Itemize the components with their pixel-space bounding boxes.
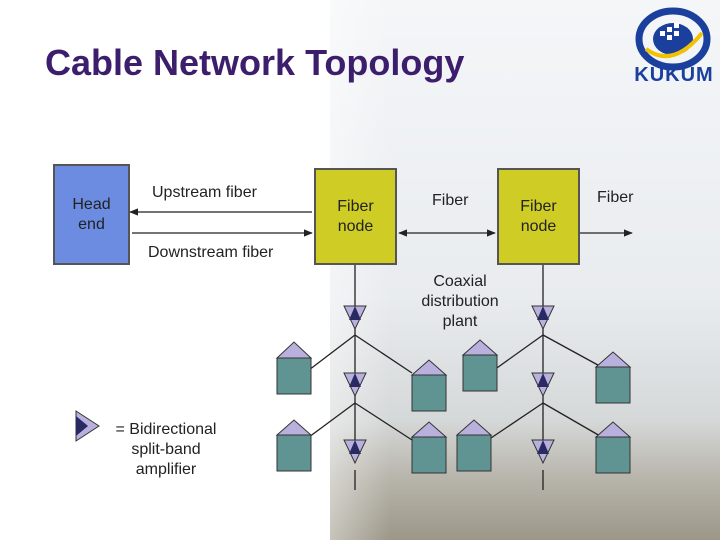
amplifier-icon (343, 439, 367, 465)
downstream-fiber-label: Downstream fiber (148, 244, 274, 261)
amplifier-icon (531, 372, 555, 398)
background-photo (330, 0, 720, 540)
subscriber-house-icon (594, 351, 632, 404)
fiber-node-1-box: Fiber node (314, 168, 397, 265)
subscriber-house-icon (594, 421, 632, 474)
upstream-fiber-label: Upstream fiber (152, 184, 257, 201)
fiber-right-label: Fiber (597, 189, 634, 206)
head-end-label: Head end (72, 195, 111, 233)
coax-branch-line (493, 334, 544, 371)
fiber-node-2-box: Fiber node (497, 168, 580, 265)
head-end-box: Head end (53, 164, 130, 265)
amplifier-icon (343, 305, 367, 331)
fiber-node-1-label: Fiber node (337, 197, 374, 235)
subscriber-house-icon (275, 419, 313, 472)
legend-amplifier-icon (75, 410, 100, 442)
fiber-node-2-label: Fiber node (520, 197, 557, 235)
amplifier-icon (343, 372, 367, 398)
subscriber-house-icon (461, 339, 499, 392)
logo-text: KUKUM (634, 64, 714, 86)
coax-branch-line (542, 334, 608, 371)
subscriber-house-icon (410, 421, 448, 474)
amplifier-icon (531, 305, 555, 331)
coaxial-plant-label: Coaxial distribution plant (421, 273, 499, 330)
fiber-middle-label: Fiber (432, 192, 469, 209)
coax-branch-line (304, 334, 356, 374)
background-fade (250, 0, 390, 540)
coax-branch-line (354, 402, 413, 441)
amplifier-icon (531, 439, 555, 465)
coax-branch-line (304, 402, 356, 441)
subscriber-house-icon (275, 341, 313, 395)
page-title: Cable Network Topology (45, 42, 465, 83)
legend-label: = Bidirectional split-band amplifier (115, 421, 217, 478)
kukum-logo-icon (635, 7, 711, 71)
coax-branch-line (354, 334, 413, 374)
subscriber-house-icon (410, 359, 448, 412)
coax-branch-line (487, 402, 544, 441)
subscriber-house-icon (455, 419, 493, 472)
coax-branch-line (542, 402, 608, 441)
